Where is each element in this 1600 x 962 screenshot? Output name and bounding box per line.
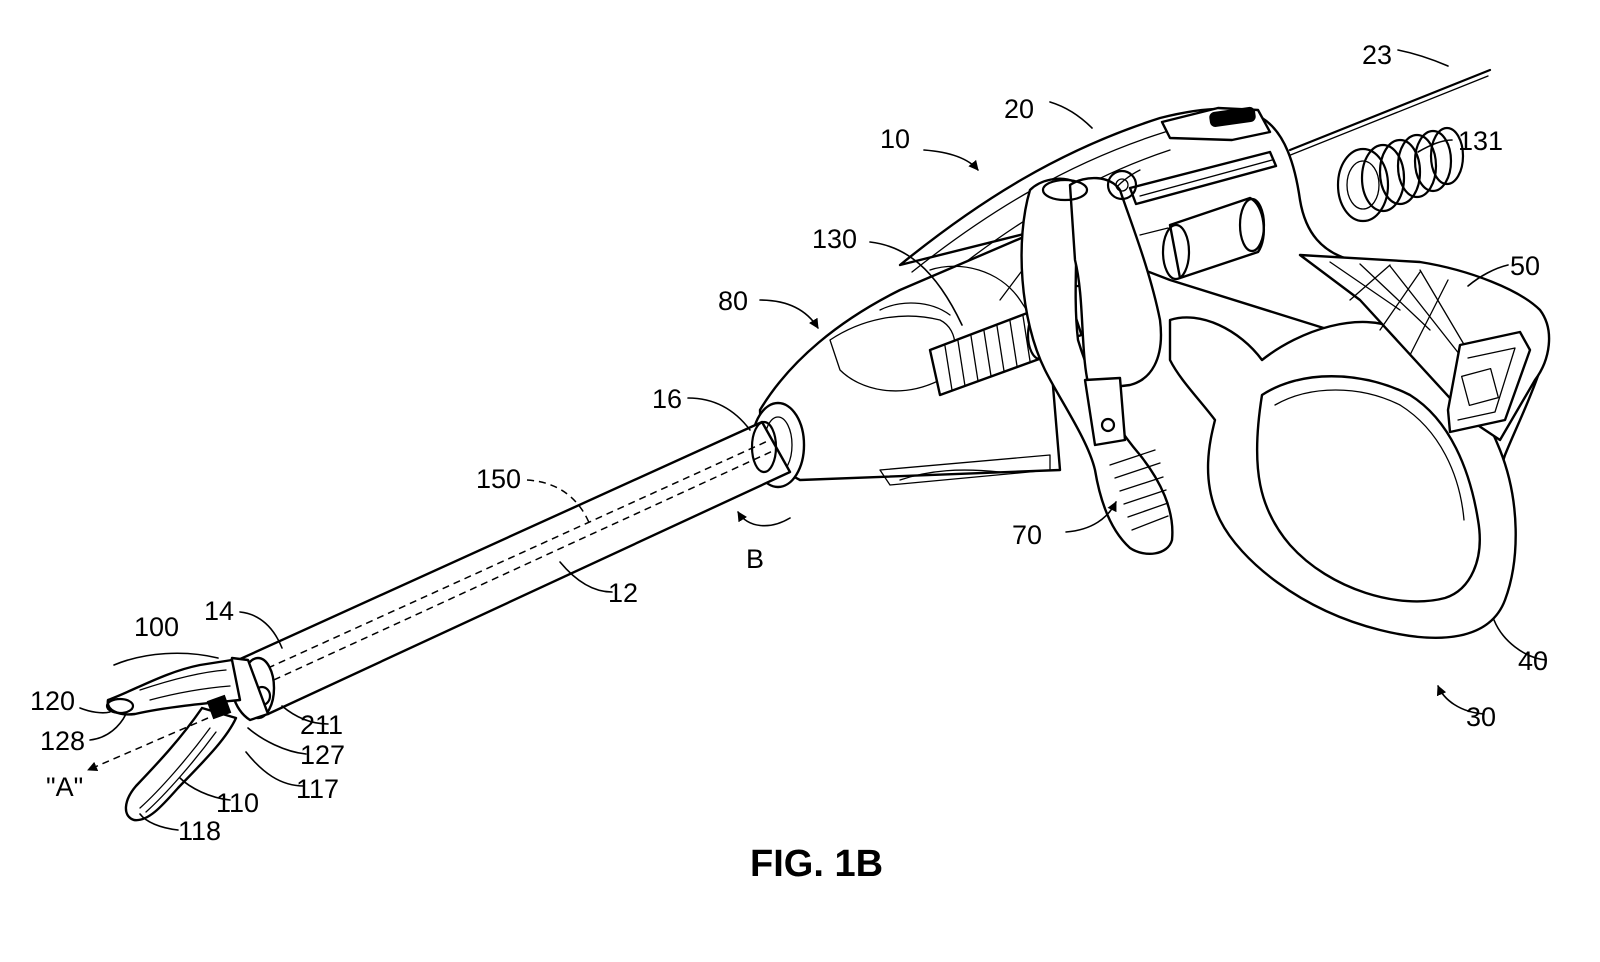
label-40: 40	[1518, 646, 1548, 676]
label-14: 14	[204, 596, 234, 626]
label-80: 80	[718, 286, 748, 316]
label-50: 50	[1510, 251, 1540, 281]
cable-23	[1288, 68, 1492, 152]
label-12: 12	[608, 578, 638, 608]
label-70: 70	[1012, 520, 1042, 550]
surgical-instrument-drawing	[105, 68, 1551, 822]
label-130: 130	[812, 224, 857, 254]
label-211: 211	[300, 710, 343, 740]
spring-131	[1336, 126, 1465, 223]
label-110: 110	[216, 788, 259, 818]
label-117: 117	[296, 774, 339, 804]
figure-caption: FIG. 1B	[750, 843, 883, 885]
label-20: 20	[1004, 94, 1034, 124]
reference-labels: 23 20 131 10 130 50 80 16 150 B 70 12 14…	[30, 40, 1548, 846]
label-23: 23	[1362, 40, 1392, 70]
label-100: 100	[134, 612, 179, 642]
label-118: 118	[178, 816, 221, 846]
label-127: 127	[300, 740, 345, 770]
label-120: 120	[30, 686, 75, 716]
label-131: 131	[1458, 126, 1503, 156]
label-16: 16	[652, 384, 682, 414]
label-150: 150	[476, 464, 521, 494]
label-30: 30	[1466, 702, 1496, 732]
leader-lines	[79, 49, 1547, 831]
label-128: 128	[40, 726, 85, 756]
label-b: B	[746, 544, 764, 574]
label-a: "A"	[46, 772, 83, 802]
label-10: 10	[880, 124, 910, 154]
